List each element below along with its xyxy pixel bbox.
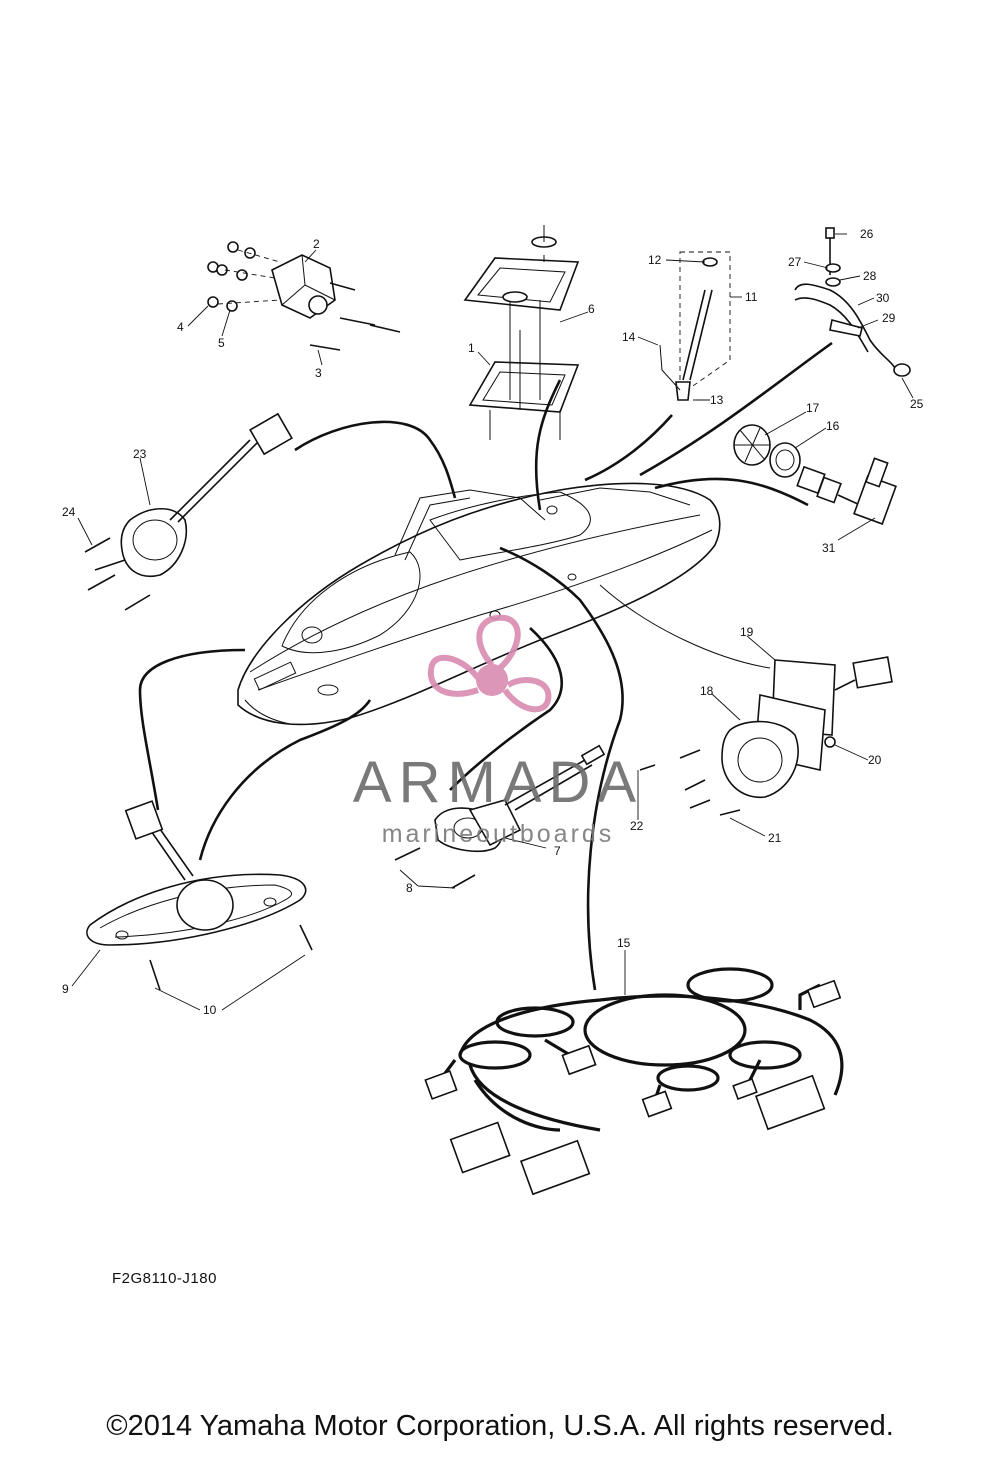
callout-15: 15 (617, 936, 631, 950)
callout-28: 28 (863, 269, 877, 283)
callout-24: 24 (62, 505, 76, 519)
part-25-bracket (794, 227, 911, 377)
callout-3: 3 (315, 366, 322, 380)
callout-26: 26 (860, 227, 874, 241)
callout-17: 17 (806, 401, 820, 415)
watermark-brand: ARMADA (353, 750, 643, 815)
callout-31: 31 (822, 541, 836, 555)
callout-14: 14 (622, 330, 636, 344)
callout-16: 16 (826, 419, 840, 433)
callout-13: 13 (710, 393, 724, 407)
callout-7: 7 (554, 844, 561, 858)
callout-8: 8 (406, 881, 413, 895)
diagram-code: F2G8110-J180 (112, 1270, 217, 1287)
leader-lines (71, 233, 914, 1011)
callout-4: 4 (177, 320, 184, 334)
propeller-logo (427, 614, 552, 713)
callout-1: 1 (468, 341, 475, 355)
callout-29: 29 (882, 311, 896, 325)
part-1-plate (463, 225, 580, 440)
callout-labels: 1 2 3 4 5 6 7 8 9 10 11 12 13 14 15 16 1… (62, 227, 924, 1017)
part-23-gasket (84, 412, 293, 611)
part-16-17-grommet (733, 424, 801, 478)
callout-30: 30 (876, 291, 890, 305)
callout-22: 22 (630, 819, 644, 833)
callout-25: 25 (910, 397, 924, 411)
boat-illustration (237, 482, 721, 726)
part-7-plug (394, 744, 606, 889)
copyright-notice: ©2014 Yamaha Motor Corporation, U.S.A. A… (106, 1410, 894, 1442)
assembly-arrows (138, 341, 833, 991)
callout-27: 27 (788, 255, 802, 269)
callout-12: 12 (648, 253, 662, 267)
callout-11: 11 (745, 290, 758, 304)
part-11-cable (659, 251, 731, 401)
callout-9: 9 (62, 982, 69, 996)
callout-6: 6 (588, 302, 595, 316)
callout-10: 10 (203, 1003, 217, 1017)
part-15-harness (424, 967, 844, 1196)
callout-5: 5 (218, 336, 225, 350)
part-31-sensor (796, 457, 897, 525)
callout-21: 21 (768, 831, 782, 845)
callout-19: 19 (740, 625, 754, 639)
part-18-19-bracket (639, 656, 893, 816)
callout-2: 2 (313, 237, 320, 251)
part-2-unit (207, 241, 401, 351)
callout-18: 18 (700, 684, 714, 698)
callout-20: 20 (868, 753, 882, 767)
watermark-tagline: marineoutboards (382, 820, 615, 848)
callout-23: 23 (133, 447, 147, 461)
part-9-lens (86, 800, 313, 991)
watermark: ARMADA marineoutboards (353, 614, 643, 848)
